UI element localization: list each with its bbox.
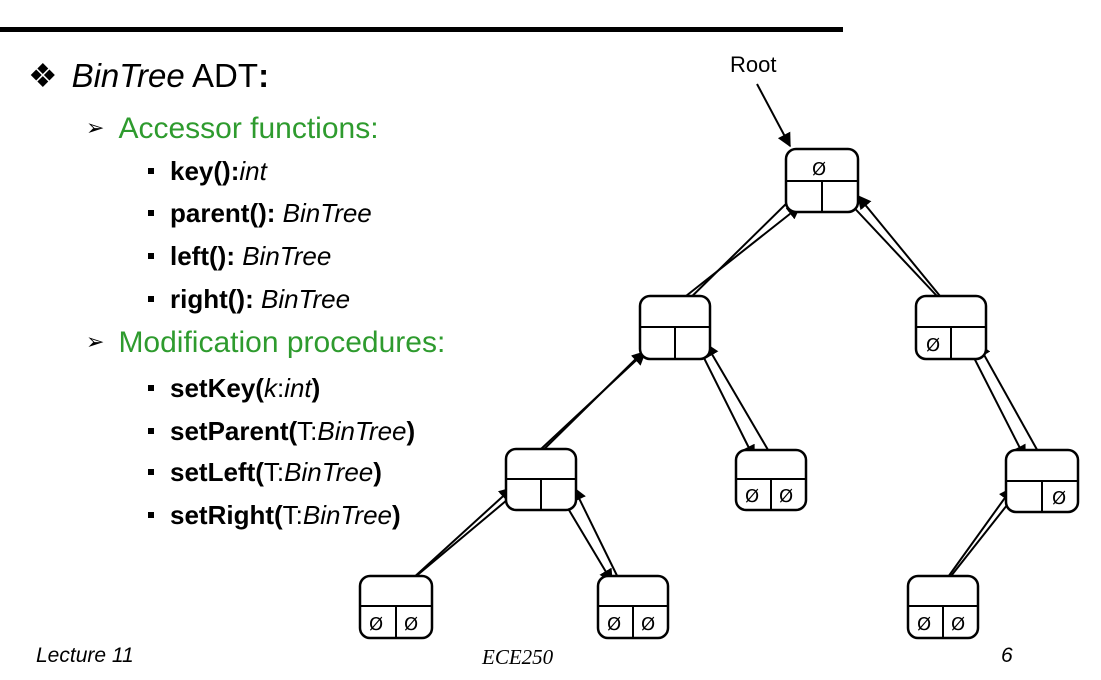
modifier-name: setLeft( <box>170 457 264 487</box>
accessor-name: right(): <box>170 284 254 314</box>
modifier-arg: T <box>263 457 277 487</box>
footer-lecture: Lecture 11 <box>36 644 134 667</box>
square-bullet-icon <box>148 385 154 391</box>
modifier-arg: k <box>263 373 277 403</box>
null-symbol: Ø <box>926 335 940 356</box>
modifier-item: setKey(k:int) <box>148 373 320 404</box>
tree-node-leaf-2: Ø Ø <box>596 574 670 640</box>
accessor-type: BinTree <box>234 241 332 271</box>
null-symbol: Ø <box>951 614 965 635</box>
tree-node-root: Ø <box>784 147 860 214</box>
edge-arrow <box>977 342 1041 456</box>
edge-arrow <box>966 343 1026 460</box>
edge-arrow <box>705 342 772 456</box>
square-bullet-icon <box>148 296 154 302</box>
modifier-close: ) <box>406 416 416 446</box>
edge-arrow <box>844 197 952 313</box>
tree-edges <box>388 194 1041 599</box>
modifier-name: setRight( <box>170 500 283 530</box>
square-bullet-icon <box>148 253 154 259</box>
modification-heading-text: Modification procedures: <box>118 326 446 359</box>
null-symbol: Ø <box>779 486 793 507</box>
tree-node-leaf-1: Ø Ø <box>358 574 434 640</box>
square-bullet-icon <box>148 210 154 216</box>
edge-arrow <box>939 494 1016 592</box>
modifier-sep: : <box>295 500 303 530</box>
accessor-type: int <box>239 156 267 186</box>
footer-page-number: 6 <box>1001 644 1013 667</box>
title-colon: : <box>258 57 270 94</box>
tree-node-right: Ø <box>914 294 988 361</box>
null-symbol: Ø <box>369 614 383 635</box>
root-pointer-arrow <box>756 83 791 148</box>
null-symbol: Ø <box>745 486 759 507</box>
edge-arrow <box>675 197 793 313</box>
accessor-heading-text: Accessor functions: <box>118 112 379 145</box>
accessor-type: BinTree <box>275 198 372 228</box>
edge-arrow <box>857 194 941 297</box>
title-bintree: BinTree <box>71 57 185 94</box>
modifier-name: setParent( <box>170 416 298 446</box>
accessor-name: left(): <box>170 241 235 271</box>
edge-arrow <box>685 205 802 297</box>
null-symbol: Ø <box>1052 488 1066 509</box>
accessor-item: left(): BinTree <box>148 241 331 272</box>
modifier-sep: : <box>276 373 285 403</box>
modification-heading: ➢ Modification procedures: <box>86 326 445 360</box>
square-bullet-icon <box>148 428 154 434</box>
modifier-name: setKey( <box>170 373 264 403</box>
modifier-item: setRight(T:BinTree) <box>148 500 401 531</box>
slide-title: ❖ BinTree ADT: <box>28 56 269 95</box>
modifier-sep: : <box>276 457 285 487</box>
accessor-type: BinTree <box>253 284 351 314</box>
edge-arrow <box>399 487 514 591</box>
footer-course: ECE250 <box>482 645 554 669</box>
null-symbol: Ø <box>641 614 655 635</box>
modifier-close: ) <box>392 500 401 530</box>
accessor-item: parent(): BinTree <box>148 198 372 229</box>
edge-arrow <box>942 486 1013 585</box>
accessor-item: key():int <box>148 156 267 187</box>
square-bullet-icon <box>148 168 154 174</box>
square-bullet-icon <box>148 512 154 518</box>
modifier-type: BinTree <box>302 500 393 530</box>
modifier-item: setLeft(T:BinTree) <box>148 457 382 488</box>
accessor-name: parent(): <box>170 198 276 228</box>
tree-node-left-left <box>504 447 578 512</box>
tree-node-left <box>638 294 712 361</box>
diamond-bullet-icon: ❖ <box>28 57 58 94</box>
root-label: Root <box>730 52 776 77</box>
title-rule <box>0 27 843 32</box>
tree-node-leaf-3: Ø Ø <box>906 574 980 640</box>
modifier-arg: T <box>282 500 296 530</box>
square-bullet-icon <box>148 469 154 475</box>
arrow-bullet-icon: ➢ <box>86 115 105 140</box>
modifier-item: setParent(T:BinTree) <box>148 416 415 447</box>
arrow-bullet-icon: ➢ <box>86 329 105 354</box>
modifier-close: ) <box>311 373 321 403</box>
null-symbol: Ø <box>917 614 931 635</box>
modifier-type: BinTree <box>284 457 374 487</box>
edge-arrow <box>540 351 647 450</box>
modifier-close: ) <box>373 457 382 487</box>
null-symbol: Ø <box>404 614 418 635</box>
modifier-sep: : <box>310 416 318 446</box>
accessor-name: key(): <box>170 156 240 186</box>
title-adt: ADT <box>184 57 259 94</box>
modifier-type: BinTree <box>317 416 407 446</box>
modifier-arg: T <box>297 416 311 446</box>
accessor-item: right(): BinTree <box>148 284 350 315</box>
accessor-heading: ➢ Accessor functions: <box>86 112 379 146</box>
tree-node-right-right: Ø <box>1004 448 1080 514</box>
edge-arrow <box>696 343 755 460</box>
null-symbol: Ø <box>607 614 621 635</box>
tree-node-left-right: Ø Ø <box>734 448 808 512</box>
modifier-type: int <box>284 373 312 403</box>
null-symbol: Ø <box>812 159 826 180</box>
